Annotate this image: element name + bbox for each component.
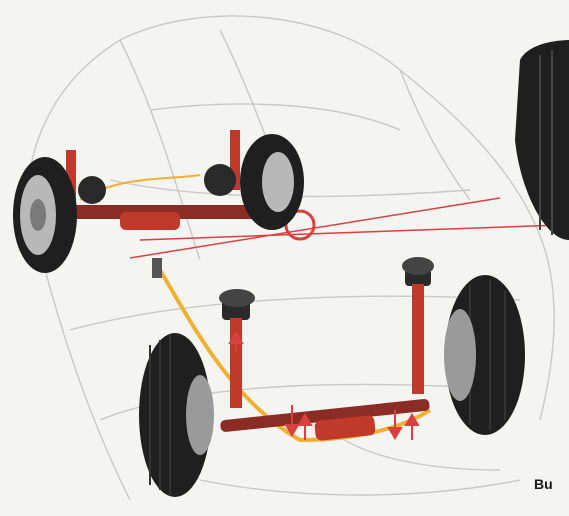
rear-axle <box>60 130 316 241</box>
front-left-wheel <box>139 333 214 497</box>
front-axle <box>152 257 434 443</box>
caption-text: Bu <box>534 476 553 492</box>
front-right-wheel <box>444 275 525 435</box>
detached-tire <box>515 40 569 240</box>
rear-left-wheel <box>13 157 77 273</box>
rear-right-wheel <box>240 134 304 230</box>
